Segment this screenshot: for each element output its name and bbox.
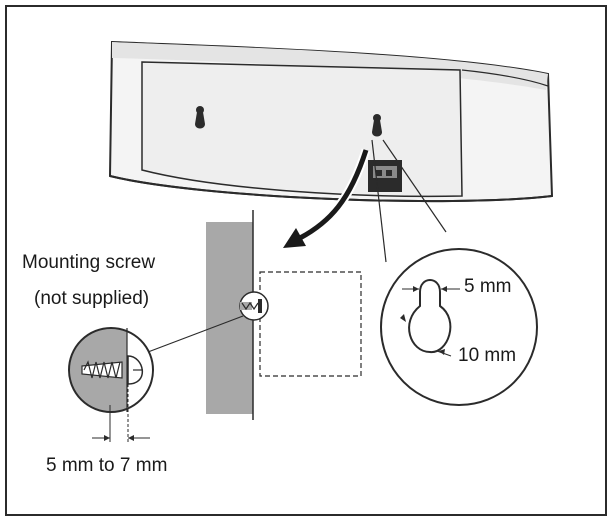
keyhole-callout-left	[371, 139, 387, 263]
screw-detail-leader	[147, 315, 244, 353]
hole-diameter-label: 10 mm	[458, 345, 517, 366]
screw-protrusion-dimension	[92, 435, 150, 441]
keyhole-slot-left-icon	[195, 106, 205, 129]
mounting-screw-label: Mounting screw	[22, 252, 156, 273]
screw-on-wall-icon	[239, 291, 269, 321]
speaker-position-outline	[259, 271, 362, 377]
keyhole-detail-magnifier	[380, 248, 538, 406]
terminal-port	[368, 160, 402, 192]
mount-direction-arrow	[283, 148, 371, 248]
screw-detail-magnifier	[68, 327, 154, 442]
not-supplied-label: (not supplied)	[34, 288, 150, 309]
keyhole-slot-right-icon	[372, 114, 382, 137]
speaker-unit	[108, 40, 554, 203]
wall	[206, 210, 254, 420]
diagram-border	[5, 5, 607, 516]
screw-protrusion-label: 5 mm to 7 mm	[46, 455, 168, 476]
hole-width-label: 5 mm	[464, 276, 512, 297]
keyhole-callout-right	[382, 139, 447, 233]
